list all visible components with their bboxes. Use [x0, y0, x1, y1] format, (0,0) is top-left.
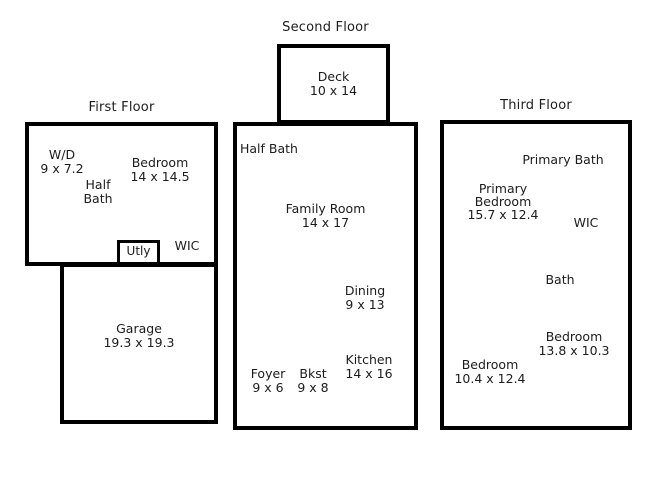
- first-floor-utility-closet-outline: [117, 240, 160, 265]
- room-label-bath-3: Bath: [535, 273, 585, 287]
- room-name-bkst: Bkst: [299, 366, 327, 381]
- room-name-primary: Primary: [478, 181, 528, 196]
- third-floor-title: Third Floor: [500, 98, 572, 113]
- room-name-half: Half: [85, 177, 111, 192]
- room-dim-deck: 10 x 14: [309, 83, 358, 98]
- room-label-deck: Deck 10 x 14: [277, 70, 390, 98]
- room-dim-foyer: 9 x 6: [252, 380, 284, 395]
- room-name-bedroom-primary: Bedroom: [474, 194, 532, 209]
- room-name-utly: Utly: [126, 244, 151, 258]
- room-dim-bedroom-3a: 13.8 x 10.3: [538, 343, 610, 358]
- room-name-family-room: Family Room: [285, 201, 366, 216]
- room-dim-dining: 9 x 13: [345, 297, 385, 312]
- room-label-wic-1: WIC: [157, 239, 217, 253]
- room-label-bedroom-3a: Bedroom 13.8 x 10.3: [524, 330, 624, 358]
- room-name-primary-bath: Primary Bath: [522, 152, 604, 167]
- room-label-kitchen: Kitchen 14 x 16: [328, 353, 410, 381]
- room-name-dining: Dining: [344, 283, 386, 298]
- room-dim-kitchen: 14 x 16: [345, 366, 393, 381]
- room-name-bedroom-3a: Bedroom: [545, 329, 603, 344]
- second-floor-title: Second Floor: [282, 20, 369, 35]
- room-label-bedroom-3b: Bedroom 10.4 x 12.4: [440, 358, 540, 386]
- room-label-dining: Dining 9 x 13: [325, 284, 405, 312]
- room-name-bedroom-3b: Bedroom: [461, 357, 519, 372]
- room-label-half-bath-2: Half Bath: [240, 142, 320, 156]
- room-label-wd: W/D 9 x 7.2: [17, 148, 107, 176]
- first-floor-title: First Floor: [88, 100, 155, 115]
- room-label-foyer: Foyer 9 x 6: [240, 367, 296, 395]
- room-label-bkst: Bkst 9 x 8: [288, 367, 338, 395]
- room-name-wic-3: WIC: [573, 215, 599, 230]
- room-label-bedroom-1: Bedroom 14 x 14.5: [110, 156, 210, 184]
- room-label-primary-bath: Primary Bath: [510, 153, 616, 167]
- room-dim-primary-bedroom: 15.7 x 12.4: [467, 207, 539, 222]
- room-name-wd: W/D: [48, 147, 76, 162]
- room-dim-bedroom-3b: 10.4 x 12.4: [454, 371, 526, 386]
- second-floor-outline: [233, 122, 418, 430]
- room-name-bedroom-1: Bedroom: [131, 155, 189, 170]
- room-label-family-room: Family Room 14 x 17: [268, 202, 383, 230]
- room-name-garage: Garage: [116, 321, 162, 336]
- room-name-half-bath-2: Half Bath: [240, 141, 298, 156]
- room-name-foyer: Foyer: [250, 366, 286, 381]
- room-name-bath-3: Bath: [545, 272, 575, 287]
- first-floor-garage-outline: [60, 263, 218, 424]
- third-floor-outline: [440, 120, 632, 430]
- room-label-half-bath: Half Bath: [67, 178, 129, 206]
- room-label-wic-3: WIC: [562, 216, 610, 230]
- room-name-bath: Bath: [83, 191, 113, 206]
- room-dim-bedroom-1: 14 x 14.5: [130, 169, 190, 184]
- room-dim-bkst: 9 x 8: [297, 380, 329, 395]
- room-name-kitchen: Kitchen: [345, 352, 393, 367]
- room-name-wic-1: WIC: [174, 238, 200, 253]
- room-label-utly: Utly: [117, 245, 160, 258]
- room-dim-wd: 9 x 7.2: [40, 161, 84, 176]
- room-dim-garage: 19.3 x 19.3: [103, 335, 175, 350]
- room-label-primary-bedroom: Primary Bedroom 15.7 x 12.4: [455, 182, 551, 221]
- room-name-deck: Deck: [317, 69, 350, 84]
- room-dim-family-room: 14 x 17: [301, 215, 350, 230]
- room-label-garage: Garage 19.3 x 19.3: [79, 322, 199, 350]
